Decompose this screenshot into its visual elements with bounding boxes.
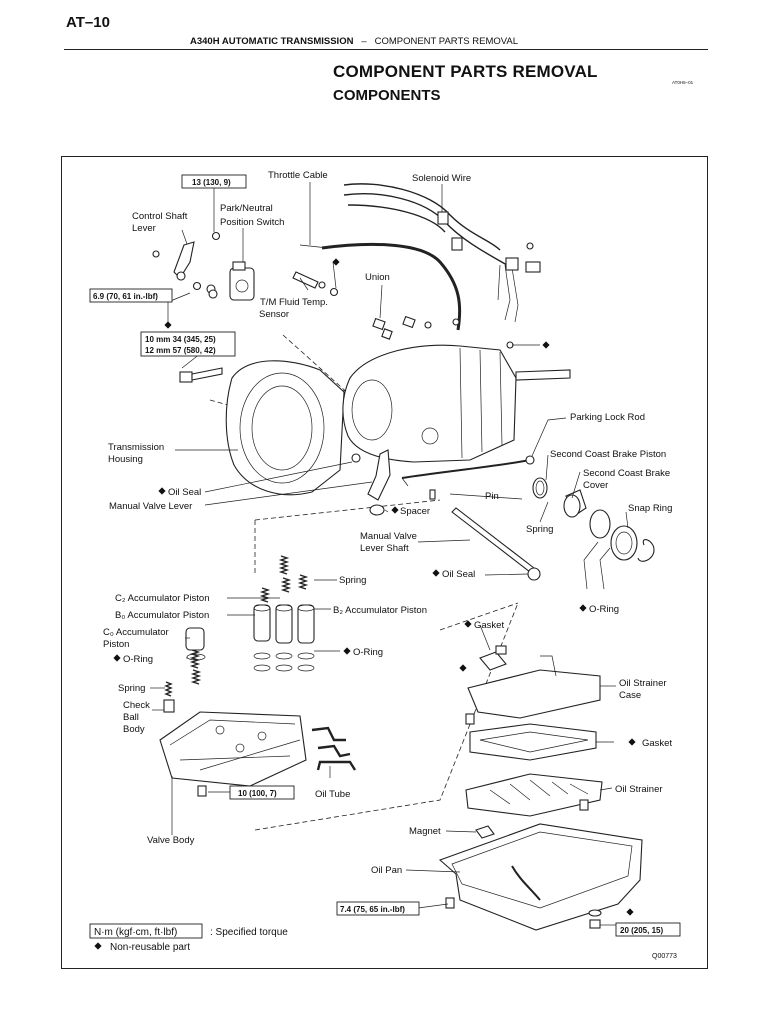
solenoid-wire-part: [343, 183, 541, 323]
label-solenoid-wire: Solenoid Wire: [412, 173, 471, 184]
parking-lock-rod-part: [401, 455, 535, 487]
legend: N·m (kgf·cm, ft·lbf) : Specified torque …: [89, 923, 677, 960]
label-c0-accumulator-piston-2: Piston: [103, 639, 129, 650]
label-check-ball-body-3: Body: [123, 724, 145, 735]
page-code: AT–10: [66, 14, 110, 31]
label-oil-strainer-case-1: Oil Strainer: [619, 678, 667, 689]
label-pn-switch-1: Park/Neutral: [220, 203, 273, 214]
fluid-temp-sensor-part: [292, 271, 326, 289]
label-spring-right: Spring: [526, 524, 553, 535]
manual-valve-lever-part: [367, 449, 391, 501]
label-gasket-lower: Gasket: [642, 738, 672, 749]
strainer-gasket-part: [469, 723, 597, 761]
label-manual-valve-lever-shaft-1: Manual Valve: [360, 531, 417, 542]
label-spring-left: Spring: [118, 683, 145, 694]
label-oil-tube: Oil Tube: [315, 789, 350, 800]
label-fluid-temp-1: T/M Fluid Temp.: [260, 297, 328, 308]
housing-bolt-part: [179, 367, 223, 383]
label-c0-accumulator-piston-1: C₀ Accumulator: [103, 627, 169, 638]
check-ball-body-part: [163, 699, 175, 713]
accumulator-springs: [164, 555, 309, 697]
valve-body-part: [159, 711, 307, 797]
torque-10: 10 (100, 7): [238, 789, 277, 798]
union-parts: [372, 315, 460, 340]
label-o-ring-right: O-Ring: [589, 604, 619, 615]
label-check-ball-body-2: Ball: [123, 712, 139, 723]
label-o-ring-left: O-Ring: [123, 654, 153, 665]
legend-non-reusable-text: Non-reusable part: [110, 942, 190, 953]
label-oil-strainer-case-2: Case: [619, 690, 641, 701]
label-magnet: Magnet: [409, 826, 441, 837]
o-ring-parts: [186, 652, 315, 672]
manual-valve-lever-shaft-part: [451, 507, 541, 581]
legend-torque-box: N·m (kgf·cm, ft·lbf): [94, 927, 177, 938]
torque-7-4: 7.4 (75, 65 in.-lbf): [340, 905, 405, 914]
spacer-pin-part: [369, 489, 436, 516]
section-name: COMPONENT PARTS REMOVAL: [374, 36, 518, 47]
legend-torque-text: : Specified torque: [210, 927, 288, 938]
small-gasket-part: [479, 645, 507, 671]
label-fluid-temp-2: Sensor: [259, 309, 289, 320]
running-header: A340H AUTOMATIC TRANSMISSION – COMPONENT…: [190, 36, 518, 47]
torque-13: 13 (130, 9): [192, 178, 231, 187]
figure-code: Q00773: [652, 953, 677, 960]
throttle-cable-part: [299, 242, 462, 331]
label-pn-switch-2: Position Switch: [220, 217, 284, 228]
transmission-case-part: [342, 341, 571, 463]
label-manual-valve-lever: Manual Valve Lever: [109, 501, 192, 512]
oil-tube-parts: [311, 726, 357, 771]
leader-lines: [150, 182, 629, 926]
control-shaft-lever-part: [152, 231, 221, 299]
torque-20: 20 (205, 15): [620, 926, 663, 935]
oil-strainer-case-part: [465, 655, 601, 725]
label-oil-strainer: Oil Strainer: [615, 784, 663, 795]
second-coast-brake-parts: [532, 477, 655, 562]
label-b0-accumulator-piston: B₀ Accumulator Piston: [115, 610, 209, 621]
label-transmission-housing-2: Housing: [108, 454, 143, 465]
accumulator-pistons: [185, 604, 315, 651]
label-c2-accumulator-piston: C₂ Accumulator Piston: [115, 593, 210, 604]
oil-strainer-part: [465, 773, 603, 817]
torque-12mm: 12 mm 57 (580, 42): [145, 346, 216, 355]
page-title: COMPONENT PARTS REMOVAL: [333, 62, 598, 81]
label-b2-accumulator-piston: B₂ Accumulator Piston: [333, 605, 427, 616]
label-oil-pan: Oil Pan: [371, 865, 402, 876]
label-transmission-housing-1: Transmission: [108, 442, 164, 453]
page-subtitle: COMPONENTS: [333, 87, 441, 104]
label-second-coast-brake-piston: Second Coast Brake Piston: [550, 449, 666, 460]
label-spring-middle: Spring: [339, 575, 366, 586]
doc-code: AT0H5–01: [672, 80, 694, 85]
oil-pan-part: [438, 823, 643, 931]
diagram-frame: [61, 156, 708, 969]
label-gasket-upper: Gasket: [474, 620, 504, 631]
header-rule: [64, 49, 708, 50]
part-labels: Throttle Cable Solenoid Wire Control Sha…: [103, 170, 672, 876]
label-valve-body: Valve Body: [147, 835, 195, 846]
torque-6-9: 6.9 (70, 61 in.-lbf): [93, 292, 158, 301]
torque-10mm: 10 mm 34 (345, 25): [145, 335, 216, 344]
label-throttle-cable: Throttle Cable: [268, 170, 328, 181]
label-parking-lock-rod: Parking Lock Rod: [570, 412, 645, 423]
park-neutral-switch-part: [229, 261, 255, 301]
label-check-ball-body-1: Check: [123, 700, 150, 711]
magnet-part: [475, 825, 495, 839]
label-oil-seal-upper: Oil Seal: [168, 487, 201, 498]
label-union: Union: [365, 272, 390, 283]
label-second-coast-brake-cover-1: Second Coast Brake: [583, 468, 670, 479]
transmission-housing-part: [225, 360, 361, 496]
label-control-shaft-lever-2: Lever: [132, 223, 156, 234]
label-second-coast-brake-cover-2: Cover: [583, 480, 608, 491]
header-separator: –: [361, 36, 367, 47]
label-o-ring-middle: O-Ring: [353, 647, 383, 658]
label-spacer: Spacer: [400, 506, 430, 517]
label-snap-ring: Snap Ring: [628, 503, 672, 514]
label-pin: Pin: [485, 491, 499, 502]
label-oil-seal-lower: Oil Seal: [442, 569, 475, 580]
label-control-shaft-lever-1: Control Shaft: [132, 211, 188, 222]
label-manual-valve-lever-shaft-2: Lever Shaft: [360, 543, 409, 554]
manual-title: A340H AUTOMATIC TRANSMISSION: [190, 36, 354, 47]
torque-specs: 13 (130, 9) 6.9 (70, 61 in.-lbf) 10 mm 3…: [89, 174, 681, 937]
